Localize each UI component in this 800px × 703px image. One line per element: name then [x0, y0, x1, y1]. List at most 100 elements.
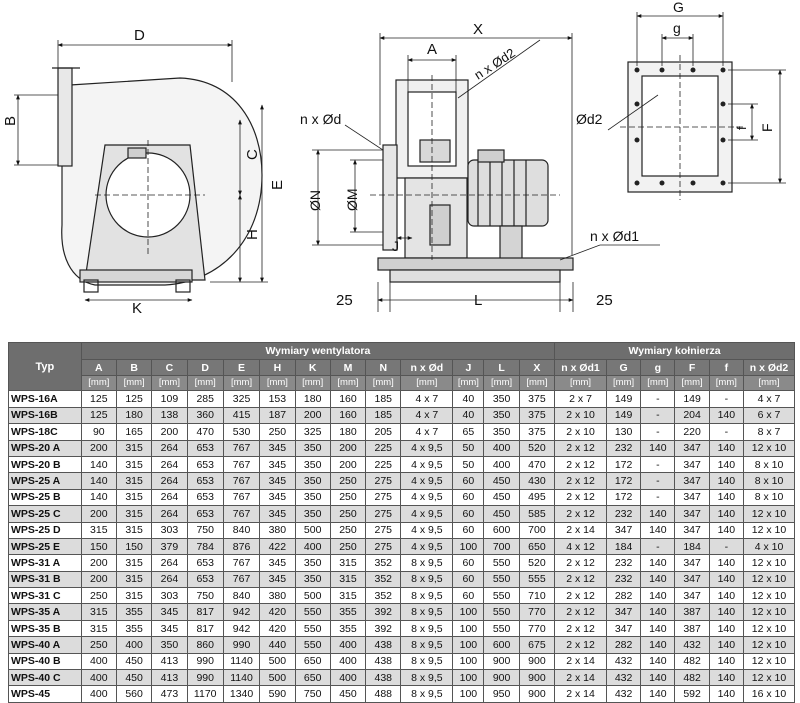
- value-cell: 2 x 14: [554, 521, 607, 539]
- type-cell: WPS-40 B: [8, 652, 82, 671]
- value-cell: 400: [329, 669, 367, 687]
- column-header: g: [640, 358, 676, 377]
- value-cell: 138: [151, 406, 188, 425]
- value-cell: 400: [483, 439, 520, 457]
- value-cell: 392: [365, 603, 402, 621]
- type-cell: WPS-45: [8, 685, 82, 703]
- value-cell: 653: [186, 439, 224, 457]
- value-cell: 4 x 9,5: [400, 505, 454, 523]
- value-cell: 315: [115, 455, 153, 474]
- value-cell: 432: [605, 669, 642, 687]
- value-cell: 350: [294, 455, 331, 474]
- value-cell: 750: [186, 587, 224, 605]
- value-cell: 942: [222, 619, 261, 638]
- value-cell: 8 x 9,5: [400, 587, 454, 605]
- value-cell: 767: [222, 472, 261, 490]
- value-cell: 140: [708, 455, 744, 474]
- value-cell: 700: [518, 521, 556, 539]
- value-cell: 990: [186, 652, 224, 671]
- fan-side-view: [52, 67, 263, 293]
- value-cell: 590: [259, 685, 296, 703]
- value-cell: 264: [151, 439, 188, 457]
- type-cell: WPS-25 D: [8, 521, 82, 539]
- value-cell: 100: [452, 669, 485, 687]
- value-cell: 200: [80, 505, 117, 523]
- value-cell: 140: [80, 488, 117, 507]
- value-cell: 275: [365, 505, 402, 523]
- column-header: L: [483, 358, 520, 377]
- column-header: F: [674, 358, 710, 377]
- value-cell: 200: [151, 423, 188, 441]
- column-header: G: [605, 358, 642, 377]
- value-cell: 8 x 10: [742, 488, 796, 507]
- value-cell: 900: [518, 652, 556, 671]
- value-cell: 140: [640, 636, 676, 654]
- value-cell: 140: [708, 685, 744, 703]
- value-cell: 250: [329, 488, 367, 507]
- value-cell: 150: [115, 537, 153, 556]
- dim-label-B: B: [2, 116, 19, 126]
- value-cell: 450: [483, 505, 520, 523]
- value-cell: 225: [365, 439, 402, 457]
- value-cell: 350: [294, 570, 331, 589]
- type-header: Typ: [8, 341, 82, 392]
- unit-cell: [mm]: [186, 375, 224, 392]
- value-cell: 450: [483, 488, 520, 507]
- value-cell: 345: [259, 554, 296, 572]
- flange-view: [620, 55, 745, 200]
- value-cell: 140: [708, 472, 744, 490]
- value-cell: 205: [365, 423, 402, 441]
- value-cell: 12 x 10: [742, 505, 796, 523]
- type-cell: WPS-16B: [8, 406, 82, 425]
- value-cell: 345: [259, 455, 296, 474]
- dim-label-E: E: [269, 180, 286, 190]
- value-cell: 187: [259, 406, 296, 425]
- value-cell: 100: [452, 636, 485, 654]
- value-cell: 2 x 12: [554, 488, 607, 507]
- value-cell: 315: [329, 570, 367, 589]
- value-cell: 400: [329, 636, 367, 654]
- value-cell: 900: [518, 669, 556, 687]
- value-cell: 140: [640, 603, 676, 621]
- value-cell: 550: [294, 636, 331, 654]
- value-cell: 950: [483, 685, 520, 703]
- value-cell: 315: [115, 439, 153, 457]
- value-cell: 432: [605, 685, 642, 703]
- dim-label-H: H: [244, 229, 261, 240]
- value-cell: 2 x 12: [554, 455, 607, 474]
- value-cell: 315: [115, 570, 153, 589]
- value-cell: 204: [674, 406, 710, 425]
- value-cell: 840: [222, 587, 261, 605]
- value-cell: 12 x 10: [742, 439, 796, 457]
- value-cell: 140: [708, 587, 744, 605]
- value-cell: 264: [151, 505, 188, 523]
- value-cell: 495: [518, 488, 556, 507]
- value-cell: 4 x 7: [400, 406, 454, 425]
- value-cell: 140: [640, 505, 676, 523]
- value-cell: 347: [674, 488, 710, 507]
- value-cell: 375: [518, 390, 556, 408]
- value-cell: 450: [329, 685, 367, 703]
- value-cell: 275: [365, 537, 402, 556]
- value-cell: 180: [329, 423, 367, 441]
- value-cell: 140: [708, 652, 744, 671]
- value-cell: 325: [294, 423, 331, 441]
- column-header: E: [222, 358, 261, 377]
- value-cell: 140: [640, 619, 676, 638]
- value-cell: 438: [365, 636, 402, 654]
- value-cell: -: [640, 488, 676, 507]
- flange-dimensions: [607, 12, 786, 184]
- value-cell: 400: [294, 537, 331, 556]
- dim-label-A: A: [427, 41, 437, 58]
- value-cell: 250: [80, 587, 117, 605]
- value-cell: 530: [222, 423, 261, 441]
- value-cell: 4 x 12: [554, 537, 607, 556]
- column-header: M: [329, 358, 367, 377]
- value-cell: 8 x 10: [742, 455, 796, 474]
- unit-cell: [mm]: [483, 375, 520, 392]
- value-cell: 600: [483, 636, 520, 654]
